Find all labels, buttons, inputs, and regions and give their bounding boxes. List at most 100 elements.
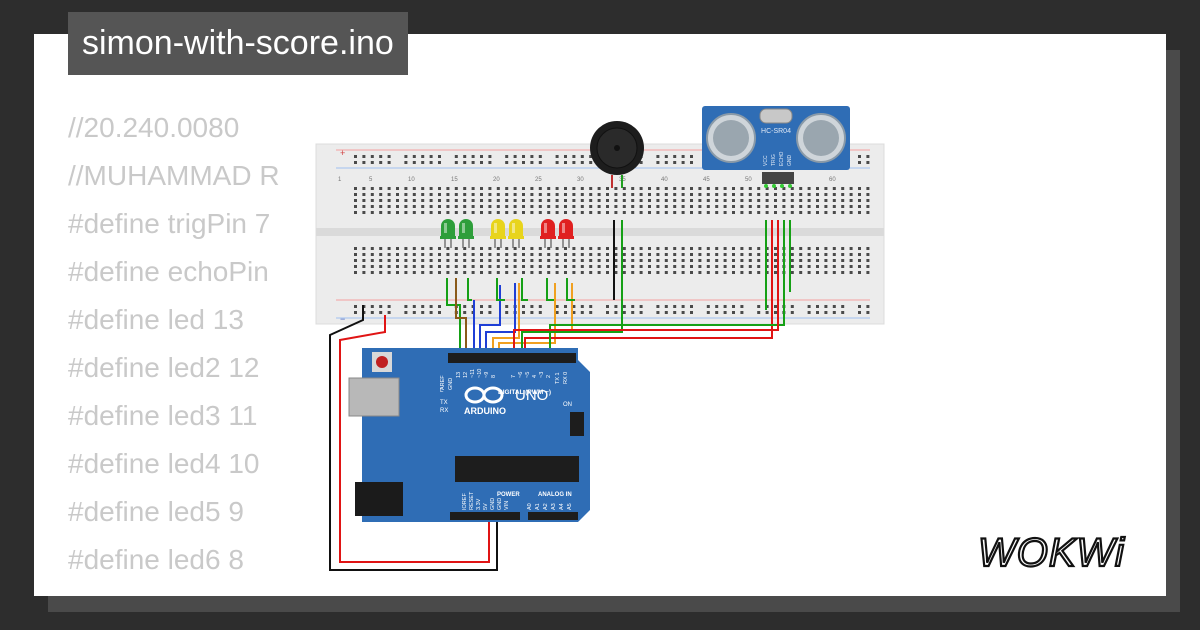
breadboard-hole: [538, 271, 542, 274]
breadboard-hole: [858, 205, 861, 208]
wires[interactable]: [329, 220, 791, 571]
arduino-uno[interactable]: AREF GND 13 12 ~11 ~10 ~9 8 7 ~6 ~5 4 ~3…: [348, 348, 590, 522]
breadboard-hole: [421, 311, 425, 314]
code-line: #define led3 11: [68, 400, 258, 431]
breadboard-hole: [438, 247, 441, 250]
breadboard-hole: [858, 161, 861, 164]
breadboard-hole: [782, 199, 786, 202]
breadboard-hole: [740, 193, 744, 196]
breadboard-hole: [564, 161, 567, 164]
breadboard-hole: [824, 211, 828, 214]
breadboard-hole: [757, 199, 761, 202]
breadboard-hole: [421, 271, 425, 274]
wire-blue: [479, 285, 501, 355]
breadboard-hole: [488, 187, 492, 190]
atmega-chip: [455, 456, 579, 482]
breadboard-hole: [622, 187, 626, 190]
ultrasonic-sensor[interactable]: HC-SR04 VCC TRIG ECHO GND: [702, 106, 850, 188]
breadboard-hole: [513, 155, 517, 158]
breadboard-hole: [639, 161, 643, 164]
led[interactable]: [508, 219, 524, 248]
breadboard-hole: [732, 265, 735, 268]
breadboard-hole: [580, 161, 584, 164]
breadboard-hole: [488, 271, 492, 274]
breadboard-hole: [706, 193, 710, 196]
col-number: 15: [451, 177, 458, 183]
breadboard-hole: [597, 265, 601, 268]
arduino-analog-pin-labels: A0 A1 A2 A3 A4 A5: [527, 503, 573, 510]
breadboard-hole: [723, 311, 727, 314]
breadboard-hole: [412, 211, 416, 214]
breadboard-hole: [681, 271, 685, 274]
breadboard-hole: [429, 247, 433, 250]
breadboard-hole: [538, 253, 542, 256]
breadboard-hole: [849, 265, 853, 268]
breadboard-hole: [580, 199, 584, 202]
breadboard-hole: [429, 253, 433, 256]
code-line: #define trigPin 7: [68, 208, 271, 239]
wokwi-logo[interactable]: WOKWi: [974, 522, 1150, 578]
l-led-label: L: [440, 388, 444, 394]
breadboard-hole: [547, 193, 551, 196]
breadboard-hole: [387, 205, 391, 208]
breadboard-hole: [496, 247, 500, 250]
breadboard-hole: [438, 259, 441, 262]
wire-red: [524, 220, 773, 355]
breadboard-hole: [522, 305, 525, 308]
breadboard-hole: [463, 193, 467, 196]
breadboard-hole: [757, 247, 761, 250]
breadboard-hole: [858, 247, 861, 250]
breadboard-hole: [656, 193, 660, 196]
breadboard-hole: [706, 259, 710, 262]
breadboard-hole: [572, 199, 576, 202]
breadboard-hole: [866, 265, 870, 268]
breadboard-hole: [824, 187, 828, 190]
led[interactable]: [540, 219, 556, 248]
pin-label: 5V: [483, 503, 489, 510]
breadboard-hole: [774, 265, 777, 268]
breadboard-hole: [631, 211, 635, 214]
code-line: //MUHAMMAD R: [68, 160, 280, 191]
buzzer[interactable]: [590, 121, 644, 188]
breadboard-hole: [404, 247, 408, 250]
breadboard-hole: [606, 193, 609, 196]
breadboard-hole: [572, 305, 576, 308]
led-array[interactable]: [440, 219, 574, 248]
led[interactable]: [458, 219, 474, 248]
breadboard-hole: [706, 311, 710, 314]
breadboard-hole: [841, 305, 845, 308]
breadboard[interactable]: 1 5 10 15 20 25 30 35 40 45 50 55 60 + −: [315, 143, 885, 325]
led[interactable]: [558, 219, 574, 248]
breadboard-hole: [522, 265, 525, 268]
led[interactable]: [440, 219, 456, 248]
breadboard-hole: [370, 265, 374, 268]
wire-green: [446, 278, 461, 355]
breadboard-hole: [748, 259, 752, 262]
breadboard-hole: [480, 259, 483, 262]
breadboard-hole: [614, 247, 618, 250]
breadboard-hole: [690, 311, 693, 314]
breadboard-hole: [723, 259, 727, 262]
breadboard-hole: [622, 199, 626, 202]
breadboard-hole: [379, 259, 383, 262]
breadboard-hole: [765, 199, 769, 202]
breadboard-hole: [522, 311, 525, 314]
breadboard-hole: [412, 155, 416, 158]
led[interactable]: [490, 219, 506, 248]
breadboard-hole: [723, 205, 727, 208]
breadboard-hole: [463, 271, 467, 274]
breadboard-hole: [471, 253, 475, 256]
breadboard-hole: [438, 199, 441, 202]
breadboard-hole: [505, 211, 509, 214]
breadboard-hole: [564, 247, 567, 250]
breadboard-hole: [362, 259, 366, 262]
pin-label: ~9: [484, 372, 490, 378]
breadboard-hole: [832, 193, 836, 196]
code-line: #define echoPin: [68, 256, 269, 287]
breadboard-hole: [698, 187, 702, 190]
breadboard-hole: [530, 199, 534, 202]
breadboard-hole: [438, 265, 441, 268]
breadboard-hole: [748, 199, 752, 202]
project-title[interactable]: simon-with-score.ino: [68, 12, 408, 75]
